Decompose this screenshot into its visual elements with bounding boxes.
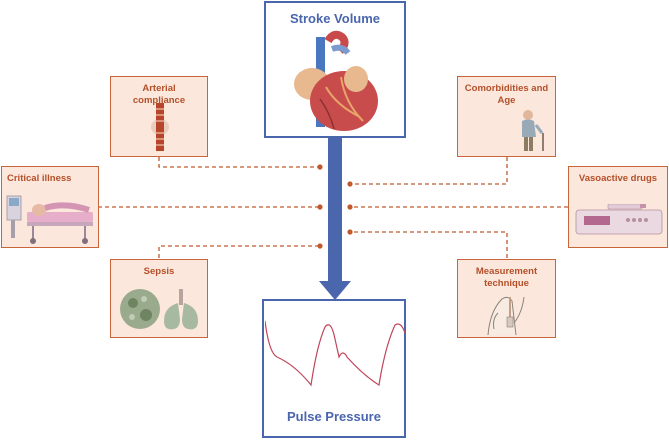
flow-arrow	[319, 138, 351, 300]
artery-icon	[151, 103, 169, 151]
factor-label: Critical illness	[7, 173, 72, 184]
elderly-person-icon	[522, 110, 544, 151]
pulse-pressure-box: Pulse Pressure	[262, 299, 406, 438]
arterial-catheter-icon	[487, 296, 525, 336]
connector-dot	[317, 243, 323, 249]
factor-arterial-compliance: Arterial compliance	[110, 76, 208, 157]
syringe-pump-icon	[575, 204, 663, 235]
heart-icon	[294, 30, 378, 131]
stroke-volume-title: Stroke Volume	[289, 11, 381, 26]
connector-dot	[317, 164, 323, 170]
factor-label: Arterial compliance	[132, 83, 186, 106]
connector-dot	[317, 204, 323, 210]
factor-label: Vasoactive drugs	[578, 173, 658, 184]
connector-comorbidities	[350, 157, 508, 185]
factor-sepsis: Sepsis	[110, 259, 208, 338]
connector-sepsis	[158, 245, 318, 258]
pulse-waveform	[265, 320, 405, 387]
connector-dot	[347, 204, 353, 210]
factor-comorbidities-age: Comorbidities and Age	[457, 76, 556, 157]
pulse-pressure-title: Pulse Pressure	[287, 409, 381, 424]
factor-vasoactive-drugs: Vasoactive drugs	[568, 166, 668, 248]
factor-label: Measurement technique	[475, 266, 538, 289]
connector-dot	[347, 229, 353, 235]
connector-measurement	[350, 231, 508, 258]
stroke-volume-box: Stroke Volume	[264, 1, 406, 138]
icu-bed-icon	[6, 195, 93, 244]
factor-label: Sepsis	[143, 266, 175, 277]
connector-dot	[347, 181, 353, 187]
connector-arterial-compliance	[158, 157, 318, 168]
factor-label: Comorbidities and Age	[464, 83, 549, 106]
factor-critical-illness: Critical illness	[1, 166, 99, 248]
lungs-icon	[120, 289, 198, 330]
factor-measurement-technique: Measurement technique	[457, 259, 556, 338]
